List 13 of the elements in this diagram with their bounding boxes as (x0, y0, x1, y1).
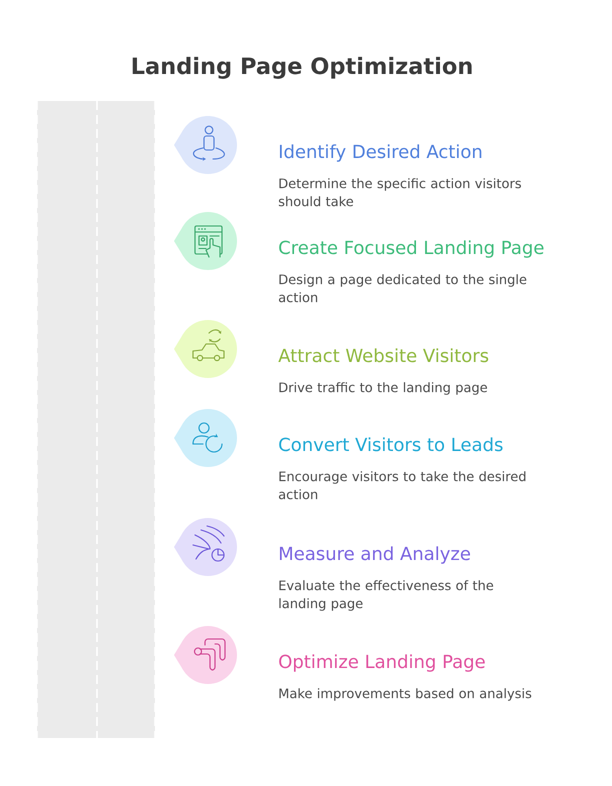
step-description: Design a page dedicated to the single action (278, 274, 526, 302)
step-description: Evaluate the effectiveness of the landing page (279, 580, 494, 611)
step-description: Drive traffic to the landing page (279, 382, 487, 395)
step-title: Measure and Analyze (280, 546, 470, 564)
step-description: Make improvements based on analysis (279, 688, 532, 701)
step-title: Optimize Landing Page (279, 654, 485, 672)
step-title: Convert Visitors to Leads (279, 437, 503, 452)
step-title: Identify Desired Action (280, 144, 482, 162)
diagram-title: Landing Page Optimization (132, 56, 472, 79)
step-description: Encourage visitors to take the desired action (278, 471, 526, 500)
step-title: Create Focused Landing Page (279, 240, 544, 258)
step-description: Determine the specific action visitors should take (278, 178, 521, 206)
step-title: Attract Website Visitors (278, 348, 488, 362)
